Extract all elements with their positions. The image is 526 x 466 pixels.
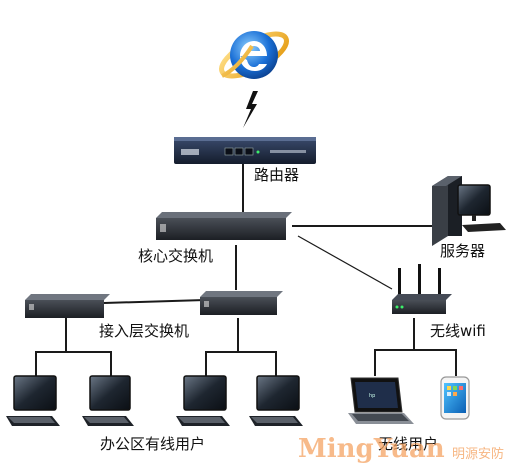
link-right-users xyxy=(205,351,277,378)
wireless-users-label: 无线用户 xyxy=(378,435,439,453)
link-access-access xyxy=(103,299,206,304)
svg-text:hp: hp xyxy=(369,393,375,399)
wired-pc-2 xyxy=(82,375,134,426)
access-switch-label: 接入层交换机 xyxy=(99,322,190,340)
core-switch-device xyxy=(156,212,292,240)
connection-lines xyxy=(35,164,457,378)
wireless-ap-device xyxy=(392,264,452,314)
wired-pc-4 xyxy=(249,375,303,426)
lightning-bolt-icon xyxy=(243,91,258,128)
watermark-chinese-text: 明源安防 xyxy=(452,447,505,462)
wireless-wifi-label: 无线wifi xyxy=(430,322,486,340)
watermark-logo-text: MingYuan xyxy=(298,434,445,464)
router-label: 路由器 xyxy=(254,166,300,184)
laptop-device: hp xyxy=(348,377,414,424)
office-wired-users-label: 办公区有线用户 xyxy=(100,435,206,453)
access-switch-left xyxy=(25,294,110,318)
router-device xyxy=(174,137,316,164)
access-switch-right xyxy=(200,291,283,315)
server-label: 服务器 xyxy=(440,242,486,260)
server-computer xyxy=(432,176,506,246)
link-left-users xyxy=(35,351,112,378)
core-switch-label: 核心交换机 xyxy=(138,247,214,265)
wired-pc-3 xyxy=(176,375,230,426)
wired-pc-1 xyxy=(6,375,60,426)
internet-explorer-icon xyxy=(219,31,289,79)
link-wireless-users xyxy=(374,349,457,376)
smartphone-device xyxy=(440,376,470,420)
link-core-wifi xyxy=(297,235,393,290)
